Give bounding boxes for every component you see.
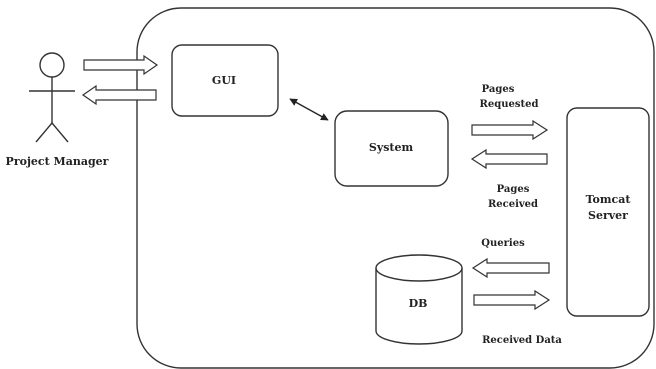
pages-requested-label-line1: Pages [482,84,515,95]
gui-box [171,44,279,117]
tomcat-server-label-line1: Tomcat [586,193,632,206]
gui-system-connector [289,98,329,121]
db-label: DB [409,297,428,310]
pages-received-label-line2: Received [488,199,538,210]
received-data-arrow [473,289,551,311]
queries-arrow [471,257,550,279]
gui-to-actor-arrow [81,84,157,106]
actor-to-gui-arrow [83,54,159,76]
pages-received-arrow [470,148,548,170]
system-box [334,110,449,187]
database-cylinder-icon [375,254,463,345]
gui-label: GUI [212,74,236,87]
pages-requested-label-line2: Requested [480,99,539,110]
pages-requested-arrow [471,119,549,141]
received-data-label: Received Data [482,335,562,346]
system-label: System [369,141,414,154]
pages-received-label-line1: Pages [497,184,530,195]
tomcat-server-box [566,107,650,317]
project-manager-label: Project Manager [6,155,109,168]
tomcat-server-label-line2: Server [588,209,628,222]
project-manager-actor-icon [29,52,75,143]
queries-label: Queries [481,238,525,249]
